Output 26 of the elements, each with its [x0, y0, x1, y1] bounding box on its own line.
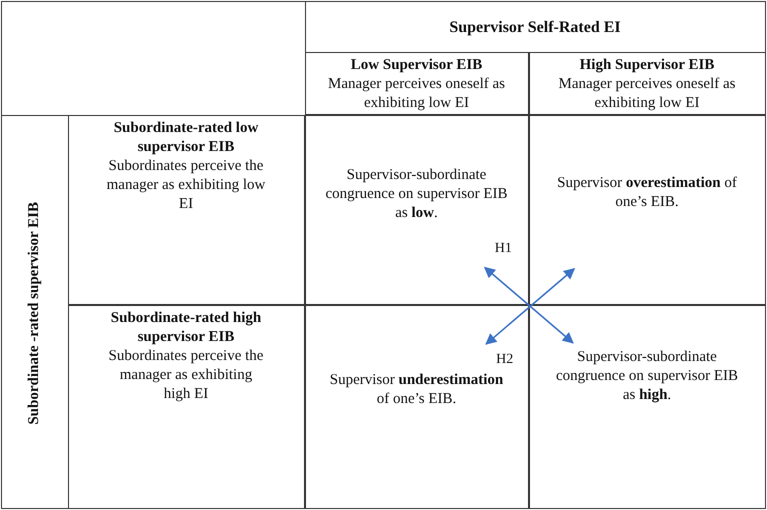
- matrix-cell: [529, 115, 766, 305]
- column-heading: Low Supervisor EIB: [350, 56, 484, 75]
- cell-text: Supervisor overestimation of one’s EIB.: [556, 174, 738, 212]
- description-text: Manager perceives oneself as exhibiting low EI: [327, 75, 506, 113]
- description-text: Manager perceives oneself as exhibiting low EI: [558, 75, 736, 113]
- edge-label: H1: [494, 241, 512, 258]
- matrix-cell: [305, 305, 529, 509]
- header-cell: [68, 305, 305, 509]
- row-group-title: Subordinate -rated supervisor EIB: [26, 202, 42, 424]
- cell-text: Supervisor-subordinate congruence on supervisor EIB as low.: [324, 166, 509, 223]
- row-heading: Subordinate-rated high supervisor EIB: [110, 309, 262, 347]
- description-text: Subordinates perceive the manager as exhibiting low EI: [106, 157, 266, 214]
- header-cell: [305, 1, 766, 53]
- cell-text: Supervisor-subordinate congruence on supervisor EIB as high.: [554, 348, 740, 405]
- edge-label: H2: [496, 352, 514, 368]
- row-heading: Subordinate-rated low supervisor EIB: [112, 119, 260, 157]
- column-heading: Supervisor Self-Rated EI: [448, 18, 622, 37]
- matrix-cell: [529, 305, 766, 509]
- header-cell: [529, 52, 766, 115]
- header-cell: [305, 52, 529, 115]
- cell-text: Supervisor underestimation of one’s EIB.: [328, 371, 504, 409]
- column-heading: High Supervisor EIB: [578, 56, 716, 75]
- description-text: Subordinates perceive the manager as exhibiting high EI: [108, 347, 264, 404]
- header-cell: [1, 115, 69, 509]
- header-cell: [68, 115, 305, 305]
- matrix-cell: [305, 115, 529, 305]
